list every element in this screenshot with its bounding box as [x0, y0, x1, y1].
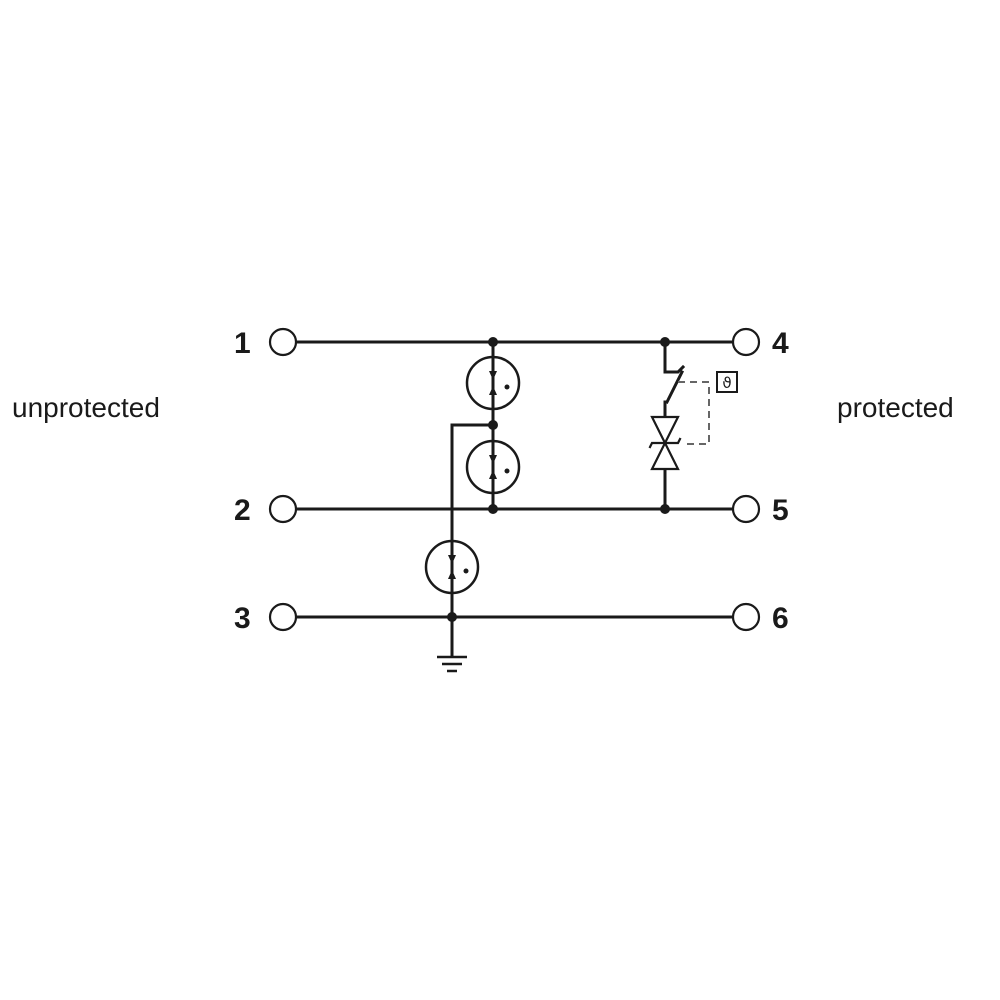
terminal-4 [731, 327, 761, 357]
thermal-icon [716, 371, 738, 393]
terminal-2 [268, 494, 298, 524]
terminal-label-2: 2 [234, 494, 251, 527]
terminal-6 [731, 602, 761, 632]
terminal-3 [268, 602, 298, 632]
thermal-coupling: ϑ [678, 371, 738, 445]
terminal-label-3: 3 [234, 602, 251, 635]
terminal-1 [268, 327, 298, 357]
thermal-symbol: ϑ [722, 374, 731, 392]
junctions [447, 337, 670, 622]
terminal-label-6: 6 [772, 602, 789, 635]
gas-discharge-tube-1 [465, 355, 521, 411]
tvs-diode [648, 415, 682, 471]
ground-icon [437, 655, 467, 673]
gas-discharge-tube-2 [465, 439, 521, 495]
unprotected-label: unprotected [12, 392, 160, 423]
terminal-label-4: 4 [772, 327, 789, 360]
gas-discharge-tube-3 [424, 539, 480, 595]
terminal-5 [731, 494, 761, 524]
terminals [268, 327, 761, 632]
protected-label: protected [837, 392, 954, 423]
terminal-label-5: 5 [772, 494, 789, 527]
terminal-label-1: 1 [234, 327, 251, 360]
